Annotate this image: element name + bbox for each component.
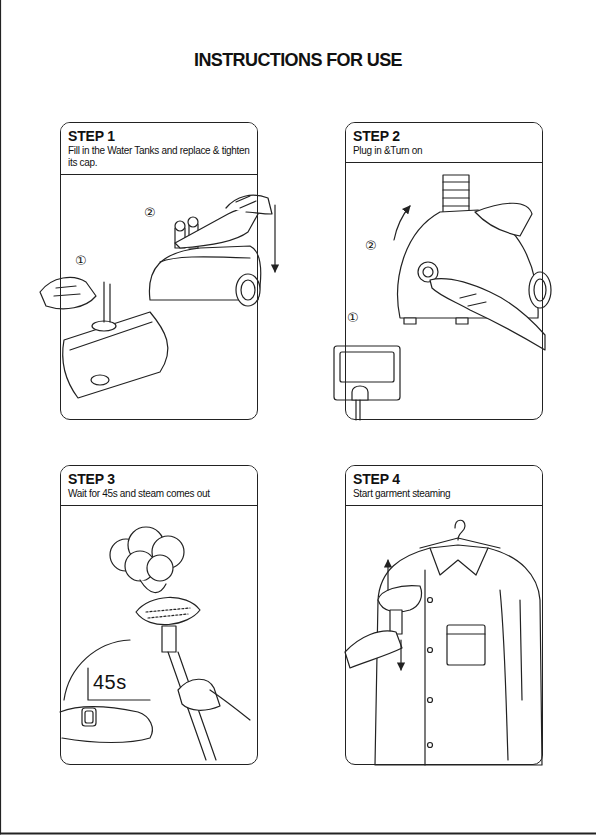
steamer-figure bbox=[394, 175, 551, 350]
steamer-figure bbox=[149, 195, 275, 306]
direction-arrow bbox=[400, 640, 401, 670]
step-heading: STEP 4 bbox=[353, 471, 535, 488]
step-description: Fill in the Water Tanks and replace & ti… bbox=[68, 145, 250, 169]
frame-line bbox=[0, 833, 596, 835]
step-heading: STEP 3 bbox=[68, 471, 250, 488]
wall-socket bbox=[334, 346, 400, 420]
shirt-figure bbox=[345, 520, 542, 765]
direction-arrow bbox=[387, 560, 388, 590]
turn-arrow bbox=[394, 206, 410, 240]
step-description: Wait for 45s and steam comes out bbox=[68, 488, 250, 500]
step-panel: STEP 2Plug in &Turn on bbox=[345, 122, 543, 420]
frame-line bbox=[0, 0, 1, 834]
callout-number: ① bbox=[74, 254, 88, 268]
callout-number: ① bbox=[346, 311, 360, 325]
step-header: STEP 2Plug in &Turn on bbox=[346, 123, 542, 163]
timer-figure bbox=[60, 640, 152, 743]
step-description: Plug in &Turn on bbox=[353, 145, 535, 157]
callout-number: ② bbox=[364, 239, 378, 253]
step-panel: STEP 4Start garment steaming bbox=[345, 465, 543, 765]
step-panel: STEP 1Fill in the Water Tanks and replac… bbox=[60, 122, 258, 420]
page-title: INSTRUCTIONS FOR USE bbox=[0, 50, 596, 71]
callout-number: ② bbox=[143, 206, 157, 220]
step-panel: STEP 3Wait for 45s and steam comes out bbox=[60, 465, 258, 765]
step-heading: STEP 1 bbox=[68, 128, 250, 145]
step-header: STEP 1Fill in the Water Tanks and replac… bbox=[61, 123, 257, 175]
step-description: Start garment steaming bbox=[353, 488, 535, 500]
timer-label: 45s bbox=[92, 671, 128, 693]
step-heading: STEP 2 bbox=[353, 128, 535, 145]
direction-arrow bbox=[274, 205, 275, 272]
step-header: STEP 3Wait for 45s and steam comes out bbox=[61, 466, 257, 506]
step-header: STEP 4Start garment steaming bbox=[346, 466, 542, 506]
